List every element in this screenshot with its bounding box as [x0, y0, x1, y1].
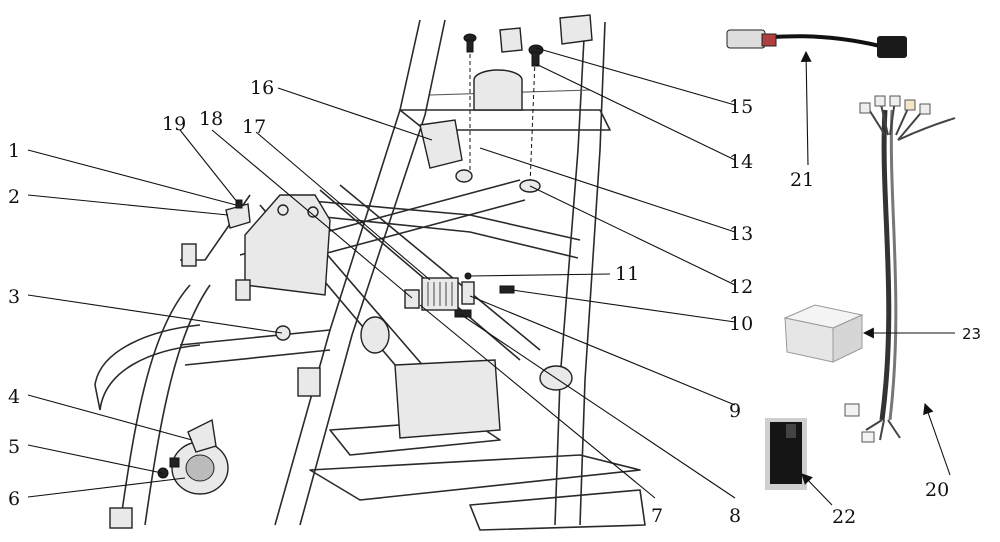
leader-5	[27, 444, 163, 474]
callout-4: 4	[8, 386, 20, 408]
leader-6	[27, 477, 186, 498]
callout-14: 14	[729, 151, 753, 173]
leader-14	[535, 63, 736, 161]
ignition-lead-21	[726, 29, 907, 58]
callout-15: 15	[729, 96, 753, 118]
callout-9: 9	[729, 400, 741, 422]
callout-23: 23	[962, 325, 981, 343]
bracket-clip	[225, 199, 251, 229]
voltage-regulator	[404, 272, 515, 318]
callout-19: 19	[162, 113, 186, 135]
callout-10: 10	[729, 313, 753, 335]
callout-8: 8	[729, 505, 741, 527]
leader-7	[419, 304, 656, 499]
horn-assembly	[157, 418, 229, 495]
callout-17: 17	[242, 116, 266, 138]
leader-13	[479, 147, 736, 233]
callout-1: 1	[8, 140, 20, 162]
callout-7: 7	[651, 505, 663, 527]
leader-21	[800, 50, 812, 166]
leader-19	[179, 129, 239, 204]
cdi-box-23	[783, 304, 864, 363]
leader-20	[923, 402, 951, 476]
leader-18	[211, 129, 413, 299]
leader-15	[535, 47, 736, 106]
leader-4	[27, 394, 193, 441]
callout-20: 20	[925, 479, 949, 501]
callout-11: 11	[615, 263, 639, 285]
leader-lines	[27, 47, 955, 506]
leader-11	[469, 273, 611, 277]
callout-labels: 1 2 3 4 5 6 7 8 9 10 11 12 13 14 15 16 1…	[8, 77, 981, 528]
callout-2: 2	[8, 186, 20, 208]
leader-10	[511, 289, 736, 323]
leader-3	[27, 294, 283, 334]
mounting-bolts	[455, 33, 544, 193]
leader-12	[529, 185, 736, 286]
leader-8	[459, 313, 736, 499]
main-wiring-harness-20	[844, 95, 956, 443]
callout-3: 3	[8, 286, 20, 308]
callout-22: 22	[832, 506, 856, 528]
callout-6: 6	[8, 488, 20, 510]
leader-2	[27, 194, 229, 216]
callout-21: 21	[790, 169, 814, 191]
leader-1	[27, 149, 237, 206]
callout-13: 13	[729, 223, 753, 245]
leader-16	[277, 87, 433, 141]
callout-5: 5	[8, 436, 20, 458]
leader-9	[469, 295, 736, 406]
callout-18: 18	[199, 108, 223, 130]
relay-22	[765, 418, 807, 490]
callout-12: 12	[729, 276, 753, 298]
leader-17	[255, 131, 431, 281]
leader-22	[801, 473, 833, 506]
callout-16: 16	[250, 77, 274, 99]
